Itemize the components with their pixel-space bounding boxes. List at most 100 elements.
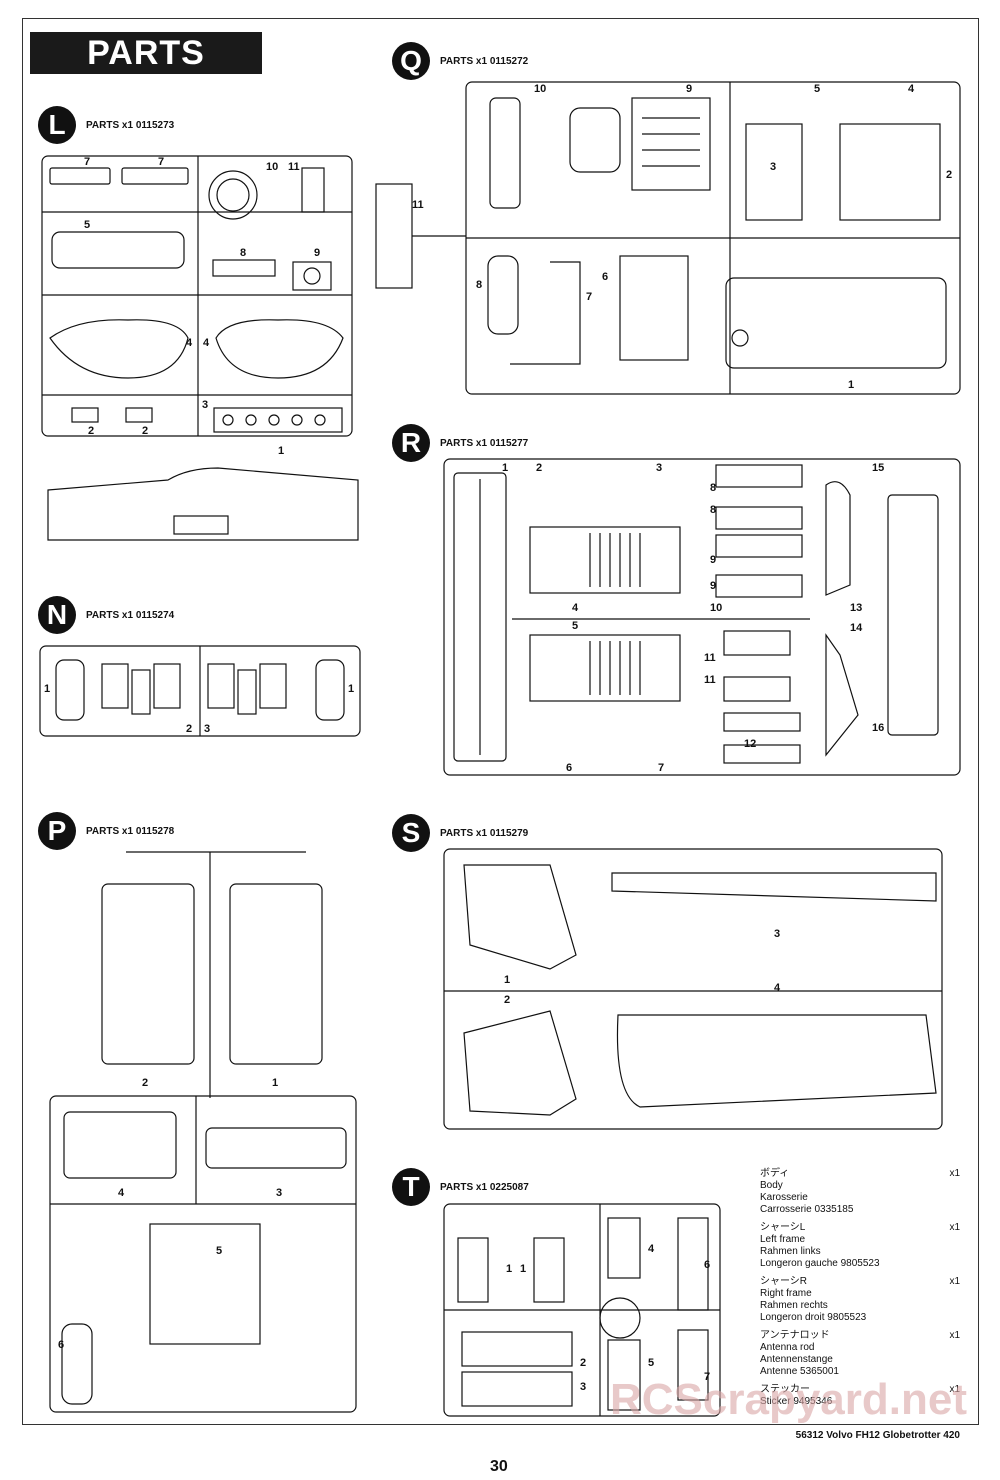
section-s-header: S PARTS x1 0115279 (392, 814, 528, 852)
svg-text:2: 2 (142, 1077, 148, 1089)
legend-jp: ボディ (760, 1168, 790, 1179)
svg-text:7: 7 (158, 156, 164, 168)
svg-text:2: 2 (946, 169, 952, 181)
legend-jp: アンテナロッド (760, 1330, 830, 1341)
sprue-p: 2 1 4 3 5 6 (49, 851, 357, 1413)
svg-text:6: 6 (566, 762, 572, 774)
svg-text:1: 1 (502, 462, 508, 474)
svg-text:6: 6 (58, 1339, 64, 1351)
svg-text:5: 5 (216, 1245, 222, 1257)
svg-text:5: 5 (648, 1357, 654, 1369)
svg-text:4: 4 (203, 337, 210, 349)
svg-text:2: 2 (504, 994, 510, 1006)
section-s-label: PARTS x1 0115279 (440, 827, 529, 839)
svg-text:3: 3 (204, 723, 210, 735)
svg-text:13: 13 (850, 602, 862, 614)
svg-text:8: 8 (240, 247, 246, 259)
section-n-header: N PARTS x1 0115274 (38, 596, 174, 634)
section-q-label: PARTS x1 0115272 (440, 55, 529, 67)
footer-model: 56312 Volvo FH12 Globetrotter 420 (795, 1430, 960, 1441)
svg-text:5: 5 (572, 620, 578, 632)
svg-text:4: 4 (118, 1187, 125, 1199)
svg-text:3: 3 (276, 1187, 282, 1199)
svg-text:12: 12 (744, 738, 756, 750)
legend-line: Sticker 9495346 (760, 1396, 833, 1407)
section-p-badge: P (38, 812, 76, 850)
svg-text:3: 3 (770, 161, 776, 173)
legend-line: Rahmen rechts (760, 1300, 828, 1311)
svg-text:6: 6 (704, 1259, 710, 1271)
legend-qty: x1 (949, 1276, 960, 1287)
svg-text:11: 11 (412, 199, 424, 211)
legend-jp: シャーシR (760, 1276, 808, 1287)
section-l-header: L PARTS x1 0115273 (38, 106, 174, 144)
svg-text:2: 2 (536, 462, 542, 474)
sprue-s: 34 12 (443, 848, 943, 1130)
svg-text:16: 16 (872, 722, 884, 734)
svg-text:4: 4 (648, 1243, 655, 1255)
svg-text:4: 4 (774, 982, 781, 994)
legend-line: Antenne 5365001 (760, 1366, 839, 1377)
section-l-badge: L (38, 106, 76, 144)
section-q-header: Q PARTS x1 0115272 (392, 42, 528, 80)
section-q-badge: Q (392, 42, 430, 80)
svg-text:10: 10 (710, 602, 722, 614)
page-number: 30 (490, 1458, 508, 1475)
svg-text:14: 14 (850, 622, 863, 634)
svg-text:6: 6 (602, 271, 608, 283)
page-border (22, 18, 979, 1425)
section-s-badge: S (392, 814, 430, 852)
legend-line: Body (760, 1180, 783, 1191)
legend-jp: ステッカー (760, 1384, 810, 1395)
legend-line: Longeron gauche 9805523 (760, 1258, 880, 1269)
legend-line: Antennenstange (760, 1354, 833, 1365)
section-r-label: PARTS x1 0115277 (440, 437, 529, 449)
svg-text:11: 11 (288, 161, 300, 173)
svg-text:4: 4 (186, 337, 193, 349)
svg-text:1: 1 (348, 683, 354, 695)
svg-text:1: 1 (44, 683, 50, 695)
svg-text:5: 5 (814, 83, 820, 95)
svg-text:1: 1 (506, 1263, 512, 1275)
svg-text:1: 1 (278, 445, 284, 457)
legend-qty: x1 (949, 1222, 960, 1233)
svg-text:7: 7 (84, 156, 90, 168)
svg-text:2: 2 (88, 425, 94, 437)
svg-text:8: 8 (710, 482, 716, 494)
svg-text:7: 7 (658, 762, 664, 774)
section-r-header: R PARTS x1 0115277 (392, 424, 528, 462)
svg-text:7: 7 (586, 291, 592, 303)
svg-text:1: 1 (520, 1263, 526, 1275)
svg-text:1: 1 (848, 379, 854, 391)
section-r-badge: R (392, 424, 430, 462)
svg-text:3: 3 (202, 399, 208, 411)
legend-jp: シャーシL (760, 1222, 806, 1233)
svg-text:3: 3 (774, 928, 780, 940)
svg-text:10: 10 (534, 83, 546, 95)
svg-text:11: 11 (704, 674, 716, 686)
svg-text:8: 8 (476, 279, 482, 291)
section-p-header: P PARTS x1 0115278 (38, 812, 174, 850)
legend-line: Left frame (760, 1234, 806, 1245)
section-p-label: PARTS x1 0115278 (86, 825, 175, 837)
svg-text:9: 9 (710, 554, 716, 566)
section-n-label: PARTS x1 0115274 (86, 609, 175, 621)
svg-text:4: 4 (572, 602, 579, 614)
svg-text:1: 1 (272, 1077, 278, 1089)
legend-line: Rahmen links (760, 1246, 821, 1257)
legend-item-left-frame: シャーシL x1 Left frame Rahmen links Longeron… (760, 1222, 960, 1270)
legend-line: Carrosserie 0335185 (760, 1204, 854, 1215)
svg-text:3: 3 (580, 1381, 586, 1393)
svg-text:2: 2 (580, 1357, 586, 1369)
svg-text:9: 9 (710, 580, 716, 592)
svg-text:3: 3 (656, 462, 662, 474)
svg-text:4: 4 (908, 83, 915, 95)
